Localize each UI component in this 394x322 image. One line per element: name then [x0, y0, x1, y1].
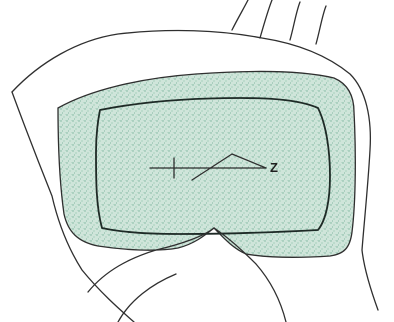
- marker-label: Z: [270, 160, 278, 175]
- appendage-lines: [232, 0, 326, 44]
